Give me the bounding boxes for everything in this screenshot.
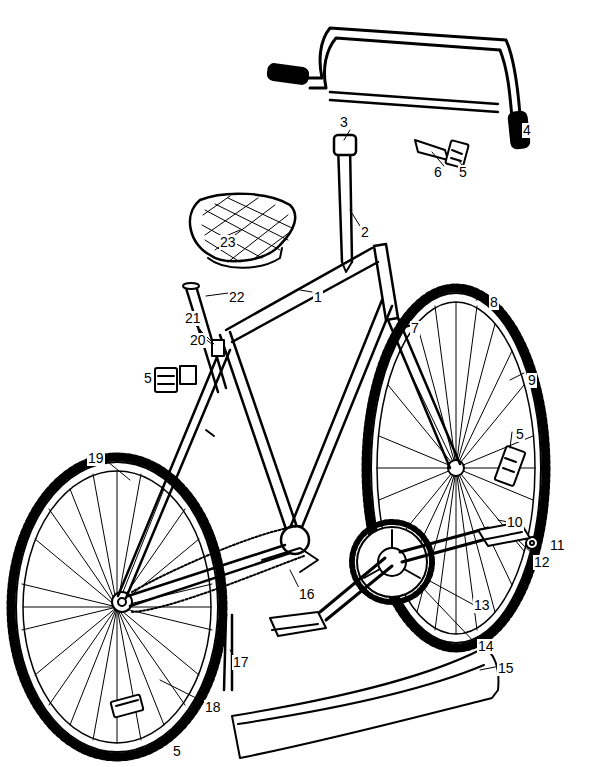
callout-number: 19: [87, 451, 105, 466]
callout-number: 9: [527, 373, 537, 388]
callout-number: 5: [515, 427, 525, 442]
callout-number: 20: [189, 333, 207, 348]
callout-number: 1: [313, 290, 323, 305]
callout-number: 23: [219, 235, 237, 250]
callout-number: 5: [143, 371, 153, 386]
callout-number: 5: [458, 165, 468, 180]
callout-number: 18: [204, 700, 222, 715]
callout-number: 12: [533, 555, 551, 570]
callout-number: 10: [506, 515, 524, 530]
callout-number: 15: [497, 661, 515, 676]
callout-number: 6: [433, 165, 443, 180]
callout-number: 11: [549, 538, 566, 553]
callout-number: 16: [298, 587, 316, 602]
callout-number: 13: [473, 598, 491, 613]
callout-number: 4: [522, 123, 532, 138]
callout-number: 5: [172, 744, 182, 759]
callout-number: 17: [232, 655, 250, 670]
callout-number: 22: [228, 290, 246, 305]
callout-number: 2: [360, 225, 370, 240]
callout-number: 14: [477, 639, 495, 654]
callout-number: 8: [489, 295, 499, 310]
callout-number: 3: [339, 115, 349, 130]
callout-number: 7: [410, 321, 420, 336]
callout-number: 21: [184, 311, 202, 326]
